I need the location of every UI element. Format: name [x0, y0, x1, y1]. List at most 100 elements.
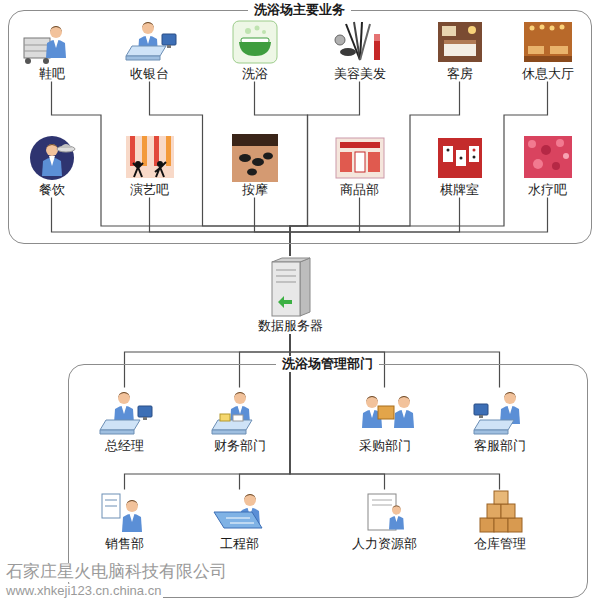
finance-icon	[220, 414, 230, 421]
show-bar-icon	[130, 136, 135, 166]
chess-room-icon	[473, 156, 476, 159]
manager-icon	[100, 392, 152, 434]
bath-icon	[262, 30, 266, 34]
shoe-bar-icon	[24, 38, 50, 58]
icon-node: 收银台	[112, 20, 188, 82]
service-icon	[474, 404, 488, 418]
node-label: 总经理	[105, 438, 144, 454]
bath-icon	[233, 21, 277, 63]
lounge-icon	[530, 26, 535, 31]
node-label: 财务部门	[214, 438, 266, 454]
sales-icon	[105, 506, 117, 507]
connector	[290, 82, 548, 257]
node-label: 仓库管理	[474, 536, 526, 552]
icon-node: 销售部	[80, 490, 170, 552]
lounge-icon	[528, 46, 544, 54]
shop-icon	[368, 152, 380, 172]
beauty-icon	[374, 40, 380, 60]
spa-icon	[541, 145, 551, 155]
bath-icon	[239, 42, 271, 56]
lounge-icon	[524, 22, 572, 62]
lounge-icon	[550, 26, 555, 31]
spa-icon	[528, 140, 536, 148]
massage-icon	[232, 134, 278, 146]
panel-title: 洗浴场主要业务	[248, 2, 351, 18]
purchase-icon	[362, 396, 414, 428]
group-panel: 洗浴场主要业务鞋吧收银台洗浴美容美发客房休息大厅餐饮演艺吧按摩商品部棋牌室水疗吧	[8, 10, 592, 244]
chess-room-icon	[438, 138, 482, 178]
show-bar-icon	[126, 136, 174, 178]
massage-icon	[263, 153, 273, 160]
bath-icon	[233, 21, 277, 63]
icon-node: 按摩	[217, 134, 293, 198]
icon-node: 仓库管理	[455, 490, 545, 552]
massage-icon	[252, 158, 264, 166]
chess-room-icon	[469, 146, 479, 162]
connector	[125, 334, 291, 388]
node-label: 数据服务器	[258, 318, 323, 334]
shoe-bar-icon	[24, 51, 50, 52]
massage-icon	[247, 169, 257, 176]
massage-icon	[232, 134, 278, 182]
shop-icon	[340, 152, 352, 172]
server-icon	[272, 258, 310, 316]
node-label: 按摩	[242, 182, 268, 198]
connector	[290, 198, 360, 257]
hr-icon	[372, 500, 392, 501]
node-label: 演艺吧	[130, 182, 169, 198]
shoe-bar-icon	[24, 45, 50, 46]
icon-node: 餐饮	[14, 134, 90, 198]
server-icon	[276, 270, 296, 271]
dining-icon	[30, 136, 74, 180]
engineering-icon	[226, 518, 250, 519]
node-label: 鞋吧	[39, 66, 65, 82]
chess-room-icon	[443, 146, 453, 162]
spa-icon	[524, 136, 572, 178]
icon-node: 客房	[422, 20, 498, 82]
icon-node: 鞋吧	[14, 20, 90, 82]
shoe-bar-icon	[25, 58, 31, 64]
server-icon	[272, 262, 300, 316]
chess-room-icon	[447, 149, 450, 152]
massage-icon	[232, 134, 278, 182]
beauty-icon	[360, 24, 370, 60]
lounge-icon	[524, 56, 572, 62]
server-icon	[278, 296, 292, 308]
warehouse-icon	[480, 518, 494, 532]
node-label: 洗浴	[242, 66, 268, 82]
dining-icon	[30, 136, 75, 180]
beauty-icon	[335, 22, 380, 60]
show-bar-icon	[126, 136, 174, 178]
shoe-bar-icon	[24, 26, 66, 64]
sales-icon	[122, 500, 142, 532]
icon-node: 采购部门	[340, 388, 430, 454]
shoe-bar-icon	[46, 26, 66, 58]
connector	[255, 198, 291, 257]
show-bar-icon	[155, 162, 166, 177]
finance-icon	[212, 420, 252, 434]
panel-title: 洗浴场管理部门	[276, 356, 379, 372]
cashier-icon	[126, 22, 176, 60]
icon-node: 商品部	[322, 134, 398, 198]
server-icon	[276, 276, 296, 277]
sales-icon	[105, 500, 117, 501]
warehouse-icon	[494, 491, 508, 504]
shop-icon	[355, 152, 365, 172]
node-label: 棋牌室	[440, 182, 479, 198]
bath-icon	[245, 28, 251, 34]
spa-icon	[552, 162, 560, 170]
node-label: 收银台	[130, 66, 169, 82]
connector	[150, 198, 291, 257]
icon-node: 洗浴	[217, 20, 293, 82]
node-label: 水疗吧	[528, 182, 567, 198]
finance-icon	[212, 392, 252, 434]
spa-icon	[563, 153, 569, 159]
server-node: 数据服务器	[250, 256, 330, 334]
chess-room-icon	[473, 149, 476, 152]
engineering-icon	[214, 494, 262, 528]
spa-icon	[556, 139, 564, 147]
beauty-icon	[335, 35, 345, 45]
beauty-icon	[374, 34, 380, 41]
massage-icon	[239, 154, 251, 162]
